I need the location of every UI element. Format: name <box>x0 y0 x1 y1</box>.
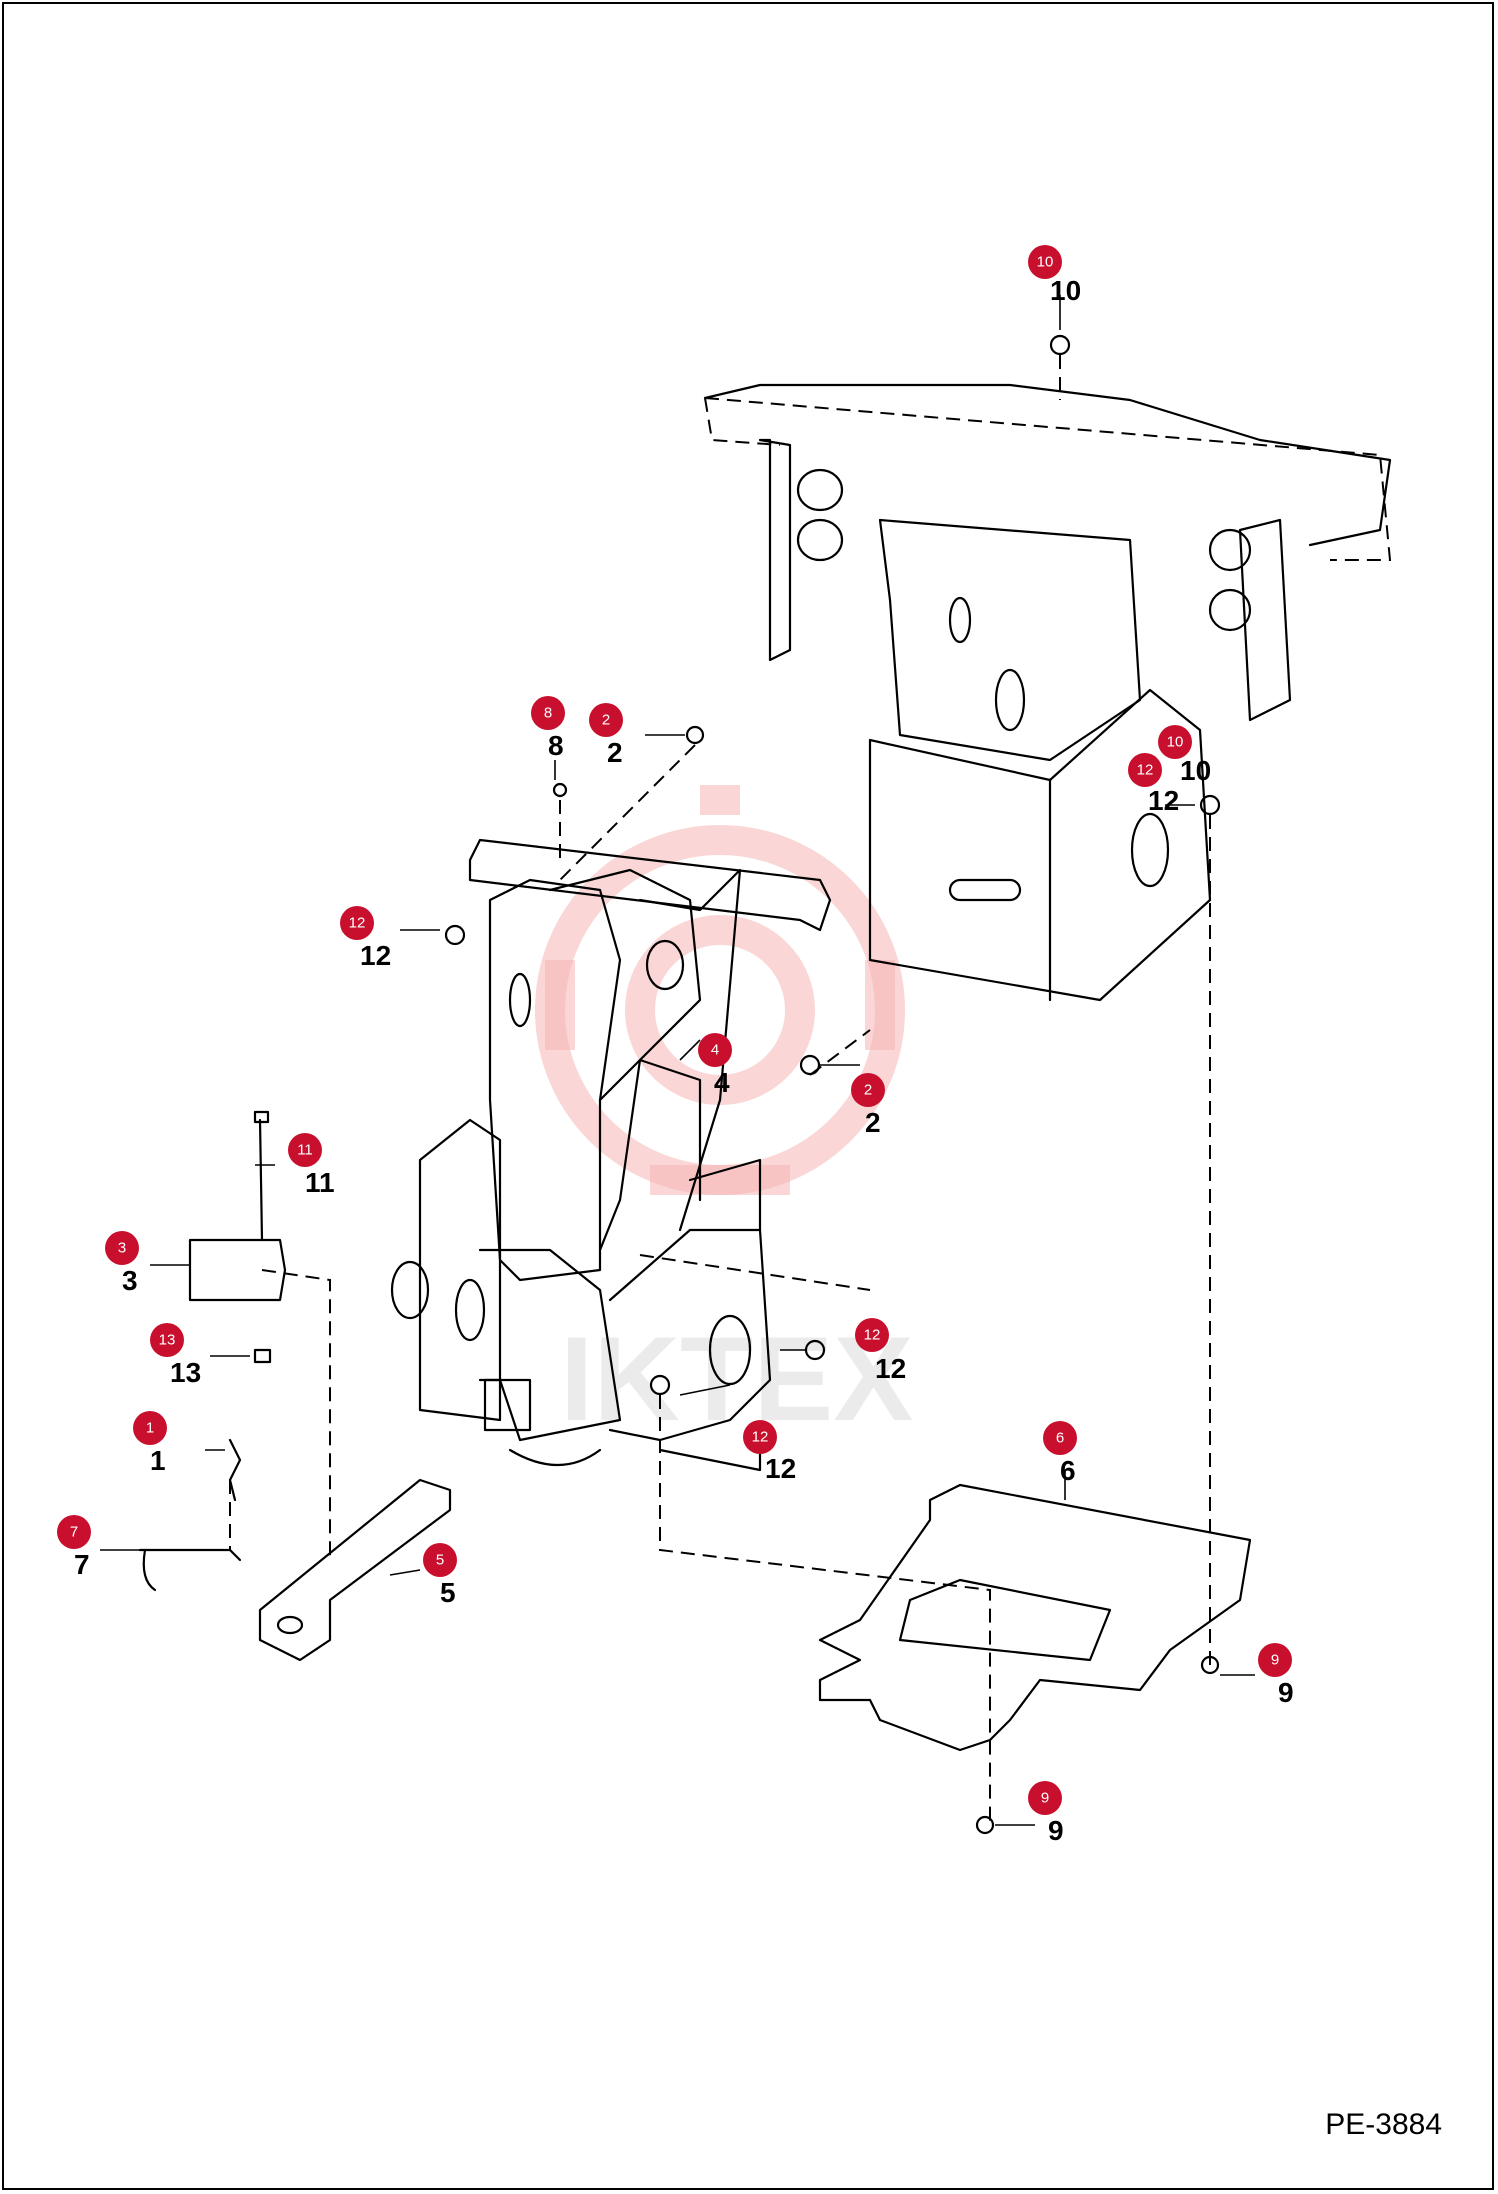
callout-bubble <box>743 1420 777 1454</box>
callout-bubble-number: 9 <box>1041 1790 1049 1807</box>
part-number-label: 3 <box>122 1265 138 1296</box>
callout-bubble-number: 9 <box>1271 1652 1279 1669</box>
part-number-label: 10 <box>1050 275 1081 306</box>
part-number-label: 12 <box>765 1453 796 1484</box>
callout-bubble <box>589 703 623 737</box>
callout-bubble <box>855 1318 889 1352</box>
callout-bubble <box>1043 1421 1077 1455</box>
part-number-label: 10 <box>1180 755 1211 786</box>
callout-bubble-number: 12 <box>349 915 366 932</box>
callout-bubble <box>1028 245 1062 279</box>
callout-bubble-number: 12 <box>864 1327 881 1344</box>
callout-bubble-number: 6 <box>1056 1430 1064 1447</box>
part-number-label: 12 <box>875 1353 906 1384</box>
callout-c7: 77 <box>57 1515 91 1580</box>
callout-bubble <box>105 1231 139 1265</box>
part-number-label: 2 <box>865 1107 881 1138</box>
callout-c2a: 22 <box>589 703 623 768</box>
watermark-gear-logo: IKTEX <box>535 785 913 1446</box>
callout-bubble <box>1158 725 1192 759</box>
callout-bubble-number: 12 <box>752 1429 769 1446</box>
callout-c6: 66 <box>1043 1421 1077 1486</box>
diagram-code: PE-3884 <box>1325 2108 1442 2141</box>
callout-c5: 55 <box>423 1543 457 1608</box>
part-number-label: 1 <box>150 1445 166 1476</box>
part-number-label: 8 <box>548 730 564 761</box>
fasteners <box>444 334 1221 1835</box>
callout-bubble-number: 12 <box>1137 762 1154 779</box>
callout-bubble <box>531 696 565 730</box>
callout-c2b: 22 <box>851 1073 885 1138</box>
part-number-label: 2 <box>607 737 623 768</box>
callout-bubble-number: 2 <box>602 712 610 729</box>
callout-bubble-number: 13 <box>159 1332 176 1349</box>
callout-c8: 88 <box>531 696 565 761</box>
callout-bubble <box>340 906 374 940</box>
callout-bubble-number: 10 <box>1167 734 1184 751</box>
part-number-label: 9 <box>1048 1815 1064 1846</box>
callout-bubble-number: 7 <box>70 1524 78 1541</box>
callout-c9a: 99 <box>1258 1643 1294 1708</box>
callout-bubble-number: 1 <box>146 1420 154 1437</box>
callout-bubble-number: 3 <box>118 1240 126 1257</box>
callout-bubble-number: 10 <box>1037 254 1054 271</box>
callout-bubble <box>133 1411 167 1445</box>
callout-bubble <box>851 1073 885 1107</box>
main-tow-frame <box>390 838 832 1472</box>
part-number-label: 9 <box>1278 1677 1294 1708</box>
callout-bubble <box>1128 753 1162 787</box>
part-number-label: 12 <box>1148 785 1179 816</box>
callout-bubble <box>150 1323 184 1357</box>
callout-bubble <box>57 1515 91 1549</box>
part-number-label: 7 <box>74 1549 90 1580</box>
callout-c12c: 12 12 <box>855 1318 906 1384</box>
callout-c3: 33 <box>105 1231 139 1296</box>
part-number-label: 11 <box>305 1167 335 1198</box>
callout-bubble-number: 8 <box>544 705 552 722</box>
part-number-label: 12 <box>360 940 391 971</box>
bottom-plate <box>818 1483 1252 1752</box>
callout-c4: 44 <box>698 1033 732 1098</box>
callout-c9b: 99 <box>1028 1781 1064 1846</box>
part-number-label: 6 <box>1060 1455 1076 1486</box>
callout-bubble <box>1258 1643 1292 1677</box>
callout-bubble <box>1028 1781 1062 1815</box>
callout-bubble-number: 11 <box>297 1142 313 1159</box>
leader-lines <box>100 295 1255 1826</box>
callout-bubble <box>698 1033 732 1067</box>
part-number-label: 13 <box>170 1357 201 1388</box>
callout-c1: 11 <box>133 1411 167 1476</box>
callout-bubble-number: 5 <box>436 1552 444 1569</box>
callout-bubble-number: 2 <box>864 1082 872 1099</box>
callout-bubble-number: 4 <box>711 1042 719 1059</box>
watermark-text: IKTEX <box>560 1312 913 1446</box>
upper-chassis-frame <box>703 383 1392 1002</box>
callout-bubble <box>423 1543 457 1577</box>
part-number-label: 5 <box>440 1577 456 1608</box>
part-number-label: 4 <box>714 1067 730 1098</box>
callout-bubble <box>288 1133 322 1167</box>
